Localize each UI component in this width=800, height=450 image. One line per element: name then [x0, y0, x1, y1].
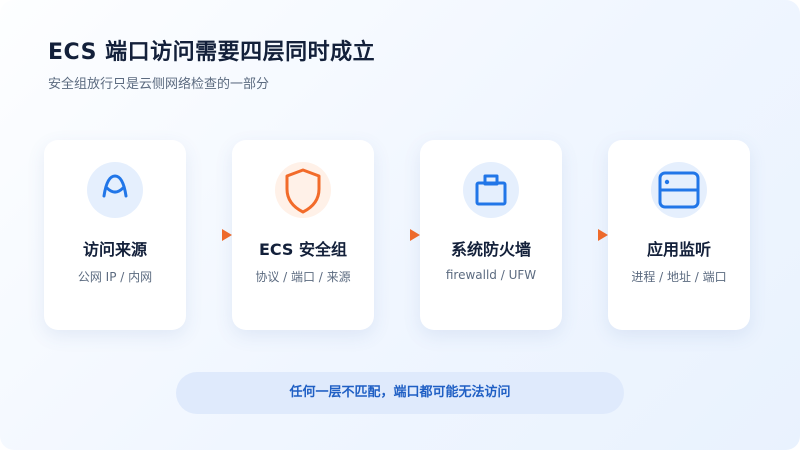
server-window-icon — [651, 162, 707, 218]
card-subtitle: firewalld / UFW — [445, 268, 537, 282]
card-title: ECS 安全组 — [258, 240, 348, 259]
card-title: 访问来源 — [82, 240, 147, 259]
card-subtitle: 公网 IP / 内网 — [77, 270, 153, 284]
card-app-listen: 应用监听 进程 / 地址 / 端口 — [608, 140, 750, 330]
card-security-group: ECS 安全组 协议 / 端口 / 来源 — [232, 140, 374, 330]
card-title: 应用监听 — [646, 240, 711, 259]
summary-banner: 任何一层不匹配，端口都可能无法访问 — [176, 372, 624, 414]
page-subtitle: 安全组放行只是云侧网络检查的一部分 — [48, 77, 270, 92]
flow-arrow — [598, 229, 608, 241]
card-subtitle: 协议 / 端口 / 来源 — [255, 270, 351, 284]
card-title: 系统防火墙 — [450, 240, 531, 259]
card-system-firewall: 系统防火墙 firewalld / UFW — [420, 140, 562, 330]
firewall-lock-icon — [463, 162, 519, 218]
user-icon — [87, 162, 143, 218]
card-subtitle: 进程 / 地址 / 端口 — [631, 270, 727, 284]
flow-arrow — [222, 229, 232, 241]
page-title: ECS 端口访问需要四层同时成立 — [48, 40, 376, 65]
shield-icon — [275, 162, 331, 218]
card-access-source: 访问来源 公网 IP / 内网 — [44, 140, 186, 330]
flow-arrow — [410, 229, 420, 241]
